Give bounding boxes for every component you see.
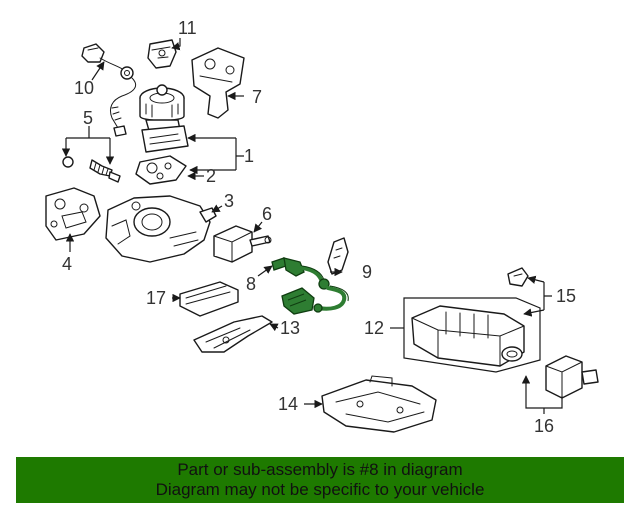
part-8-oxygen-sensor[interactable] xyxy=(271,257,349,315)
callout-16: 16 xyxy=(534,416,554,436)
part-11-clip[interactable] xyxy=(147,39,177,69)
callout-5: 5 xyxy=(83,108,93,128)
part-6-actuator[interactable] xyxy=(213,225,272,263)
callout-17: 17 xyxy=(146,288,166,308)
callout-14: 14 xyxy=(278,394,298,414)
part-5-sensor[interactable] xyxy=(62,156,121,183)
callout-9: 9 xyxy=(362,262,372,282)
diagram-notice-banner: Part or sub-assembly is #8 in diagram Di… xyxy=(16,457,624,503)
callout-12: 12 xyxy=(364,318,384,338)
callout-2: 2 xyxy=(206,166,216,186)
part-1-valve-assembly[interactable] xyxy=(139,84,189,153)
notice-line-part: Part or sub-assembly is #8 in diagram xyxy=(177,460,463,479)
callout-4: 4 xyxy=(62,254,72,274)
callout-3: 3 xyxy=(224,191,234,211)
callout-numbers: 11 10 5 7 1 2 3 6 4 8 9 17 13 12 15 16 1… xyxy=(62,18,576,436)
callout-8: 8 xyxy=(246,274,256,294)
part-15-clip[interactable] xyxy=(507,267,529,287)
callout-15: 15 xyxy=(556,286,576,306)
part-17-shield[interactable] xyxy=(179,281,239,317)
callout-10: 10 xyxy=(74,78,94,98)
part-14-skid-plate[interactable] xyxy=(321,375,437,433)
notice-line-disclaimer: Diagram may not be specific to your vehi… xyxy=(155,480,485,499)
callout-11: 11 xyxy=(178,18,197,38)
leader-lines xyxy=(61,38,563,414)
callout-13: 13 xyxy=(280,318,300,338)
part-16-valve[interactable] xyxy=(545,355,599,399)
part-3-throttle-body[interactable] xyxy=(105,195,217,263)
callout-6: 6 xyxy=(262,204,272,224)
part-7-bracket[interactable] xyxy=(191,47,245,119)
parts-diagram: 11 10 5 7 1 2 3 6 4 8 9 17 13 12 15 16 1… xyxy=(45,18,599,436)
part-12-canister[interactable] xyxy=(403,297,541,373)
part-9-clip[interactable] xyxy=(327,237,349,275)
callout-1: 1 xyxy=(244,146,254,166)
part-13-bracket[interactable] xyxy=(193,315,273,353)
callout-7: 7 xyxy=(252,87,262,107)
part-4-gasket[interactable] xyxy=(45,187,101,241)
part-2-gasket[interactable] xyxy=(135,155,187,185)
part-10-sensor[interactable] xyxy=(81,43,137,137)
